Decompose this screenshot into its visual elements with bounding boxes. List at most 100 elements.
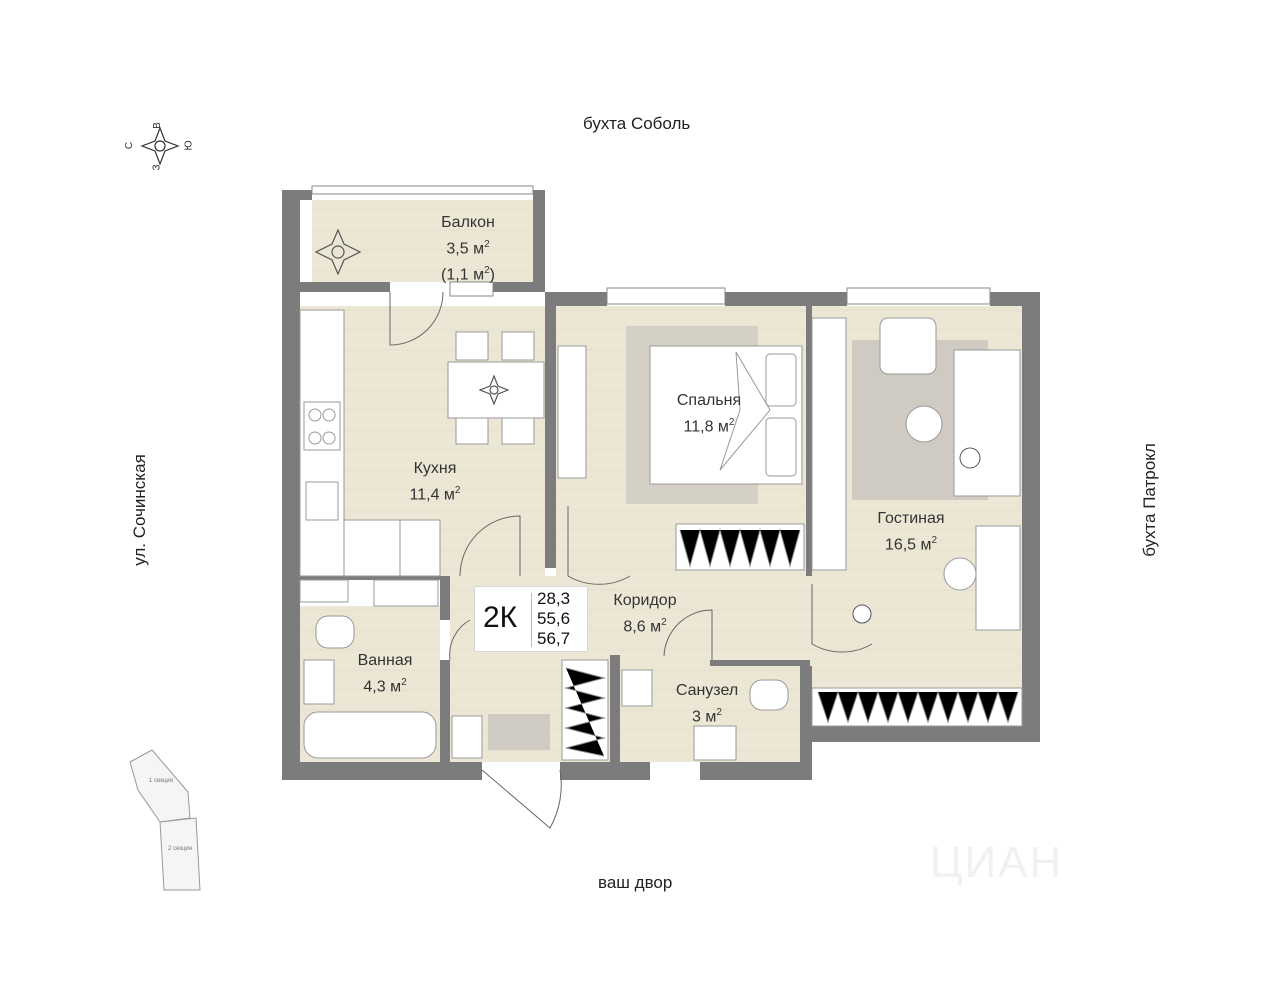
site-plan-section-2: 2 секция	[168, 846, 193, 852]
wall	[493, 282, 545, 292]
walls	[282, 190, 1040, 780]
room-label-corridor: Коридор 8,6 м2	[590, 590, 700, 638]
window	[311, 185, 534, 195]
wall	[533, 190, 545, 290]
sink	[303, 659, 335, 705]
orientation-top: бухта Соболь	[583, 114, 691, 133]
site-plan	[129, 749, 201, 891]
apartment-type: 2К	[483, 601, 518, 634]
room-area: 11,4 м2	[409, 485, 461, 504]
balcony-floor	[312, 200, 533, 282]
room-name: Балкон	[441, 214, 495, 231]
room-area: 8,6 м2	[623, 617, 667, 636]
wall	[282, 190, 312, 200]
kitchen-furniture	[299, 309, 587, 577]
kitchen-sink	[305, 481, 339, 521]
window	[846, 287, 991, 305]
door-arc	[663, 609, 713, 660]
bedroom-furniture	[649, 345, 805, 571]
wall	[545, 292, 607, 306]
burner	[322, 431, 336, 445]
room-label-balcony: Балкон 3,5 м2 (1,1 м2)	[410, 212, 526, 287]
door-arc	[449, 619, 471, 661]
room-label-bedroom: Спальня 11,8 м2	[654, 390, 764, 438]
wardrobe-hatching	[817, 690, 1019, 724]
orientation-bottom: ваш двор	[598, 873, 673, 892]
pillow	[765, 417, 797, 477]
compass-letter-south: Ю	[183, 140, 195, 151]
wall	[440, 660, 450, 770]
window	[449, 281, 494, 297]
windows	[311, 185, 991, 305]
wall	[1022, 292, 1040, 742]
room-name: Коридор	[613, 592, 677, 609]
wall	[300, 282, 390, 292]
chair	[501, 417, 535, 445]
wall	[440, 580, 450, 620]
toilet-cabinet	[621, 669, 653, 707]
compass-letter-north: С	[124, 141, 136, 150]
door-arc	[481, 769, 562, 829]
site-plan-section-1: 1 секция	[149, 778, 174, 784]
wall	[880, 726, 1040, 742]
compass-letter-east: В	[151, 122, 163, 129]
room-area: 4,3 м2	[363, 677, 407, 696]
flower-icon	[478, 374, 510, 406]
compass-icon	[140, 126, 180, 166]
wall	[282, 190, 300, 780]
bathroom-furniture	[299, 579, 439, 759]
room-label-bathroom: Ванная 4,3 м2	[330, 650, 440, 698]
apartment-summary: 2К 28,3 55,6 56,7	[474, 586, 588, 652]
person-icon	[852, 447, 981, 624]
wardrobe-hatching	[564, 667, 606, 757]
door-arc	[389, 291, 444, 346]
wall	[990, 292, 1022, 306]
room-name: Ванная	[357, 652, 413, 669]
plant-icon	[314, 228, 362, 276]
living-furniture	[811, 317, 1023, 727]
door-swings	[389, 291, 873, 829]
room-label-living: Гостиная 16,5 м2	[856, 508, 966, 556]
wall	[545, 506, 556, 568]
room-name: Гостиная	[877, 510, 945, 527]
toilet-bowl	[749, 679, 789, 711]
corridor-rug	[488, 714, 550, 750]
area-with-balcony: 56,7	[537, 629, 571, 648]
dining-table	[447, 361, 545, 419]
window	[606, 287, 726, 305]
room-area: 11,8 м2	[683, 417, 735, 436]
wall	[282, 762, 482, 780]
room-area: 3 м2	[692, 707, 722, 726]
chair	[455, 331, 489, 361]
wall	[700, 762, 812, 780]
door-arc	[811, 584, 873, 653]
room-label-toilet: Санузел 3 м2	[652, 680, 762, 728]
area-total: 55,6	[537, 609, 571, 628]
wall	[812, 726, 880, 742]
lower-cabinets	[343, 519, 441, 577]
wall	[610, 655, 620, 770]
pillow	[765, 353, 797, 407]
chair	[455, 417, 489, 445]
wardrobe	[557, 345, 587, 479]
room-area-reduced: (1,1 м2)	[441, 265, 495, 284]
room-area: 3,5 м2	[446, 239, 490, 258]
stove	[303, 401, 341, 451]
shelf	[373, 579, 439, 607]
washing-machine	[299, 579, 349, 603]
door-arc	[459, 515, 521, 577]
sofa	[953, 349, 1021, 497]
room-area: 16,5 м2	[884, 535, 938, 554]
desk	[975, 525, 1021, 631]
shoe-rack	[451, 715, 483, 759]
coffee-table	[905, 405, 943, 443]
armchair	[879, 317, 937, 375]
door-arc	[567, 506, 631, 585]
watermark-logo: ЦИАН	[930, 838, 1064, 887]
office-chair	[943, 557, 977, 591]
bathtub	[303, 711, 437, 759]
burner	[308, 431, 322, 445]
orientation-left: ул. Сочинская	[130, 454, 149, 566]
compass-letter-west: З	[151, 164, 163, 171]
